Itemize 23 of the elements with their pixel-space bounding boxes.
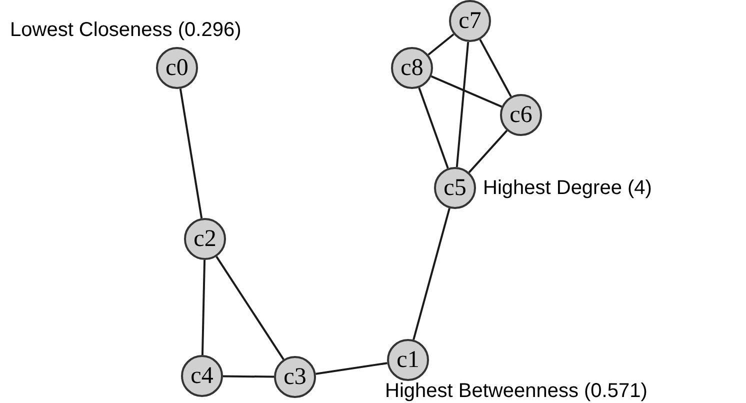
edge-line	[456, 42, 470, 168]
node-label: c7	[458, 9, 482, 33]
node-caption: Highest Betweenness (0.571)	[385, 381, 648, 401]
node-label: c4	[190, 364, 214, 388]
edge-line	[216, 256, 284, 360]
edge-line	[179, 88, 203, 218]
node-label: c5	[444, 176, 466, 200]
edge-line	[222, 375, 274, 378]
edge-line	[316, 362, 388, 375]
edge-line	[412, 208, 450, 340]
node-label: c0	[166, 56, 188, 80]
edge-line	[428, 33, 454, 56]
node-label: c2	[194, 227, 216, 251]
node-caption: Highest Degree (4)	[483, 178, 652, 198]
node-label: c8	[400, 56, 424, 80]
edge-line	[201, 260, 206, 356]
node-caption: Lowest Closeness (0.296)	[10, 20, 242, 40]
edge-line	[430, 75, 502, 108]
node-label: c3	[284, 365, 306, 389]
edge-line	[418, 87, 449, 169]
edge-line	[468, 130, 508, 174]
node-label: c6	[510, 103, 532, 127]
node-label: c1	[396, 348, 420, 372]
